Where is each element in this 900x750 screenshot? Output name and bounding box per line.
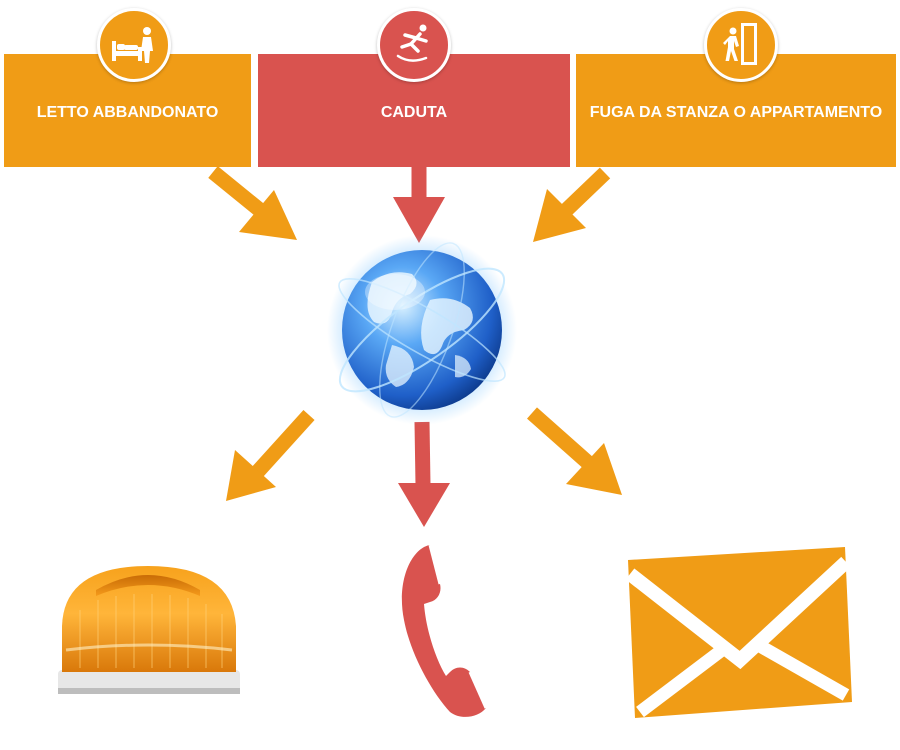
trigger-label: LETTO ABBANDONATO: [36, 103, 219, 121]
bed-person-icon: [97, 8, 171, 82]
arrow-left-to-hub: [208, 166, 297, 240]
person-falling-icon: [377, 8, 451, 82]
trigger-label: CADUTA: [380, 103, 448, 121]
globe-network-icon: [327, 235, 517, 425]
arrow-hub-to-envelope: [527, 407, 622, 495]
arrow-mid-to-hub: [393, 167, 445, 243]
arrow-hub-to-beacon: [226, 409, 315, 501]
person-exit-door-icon: [704, 8, 778, 82]
warning-beacon-icon: [58, 566, 240, 694]
arrow-hub-to-phone: [398, 421, 450, 527]
envelope-icon: [625, 547, 852, 718]
trigger-label: FUGA DA STANZA O APPARTAMENTO: [589, 103, 883, 121]
phone-handset-icon: [401, 544, 488, 717]
arrow-right-to-hub: [533, 167, 611, 242]
